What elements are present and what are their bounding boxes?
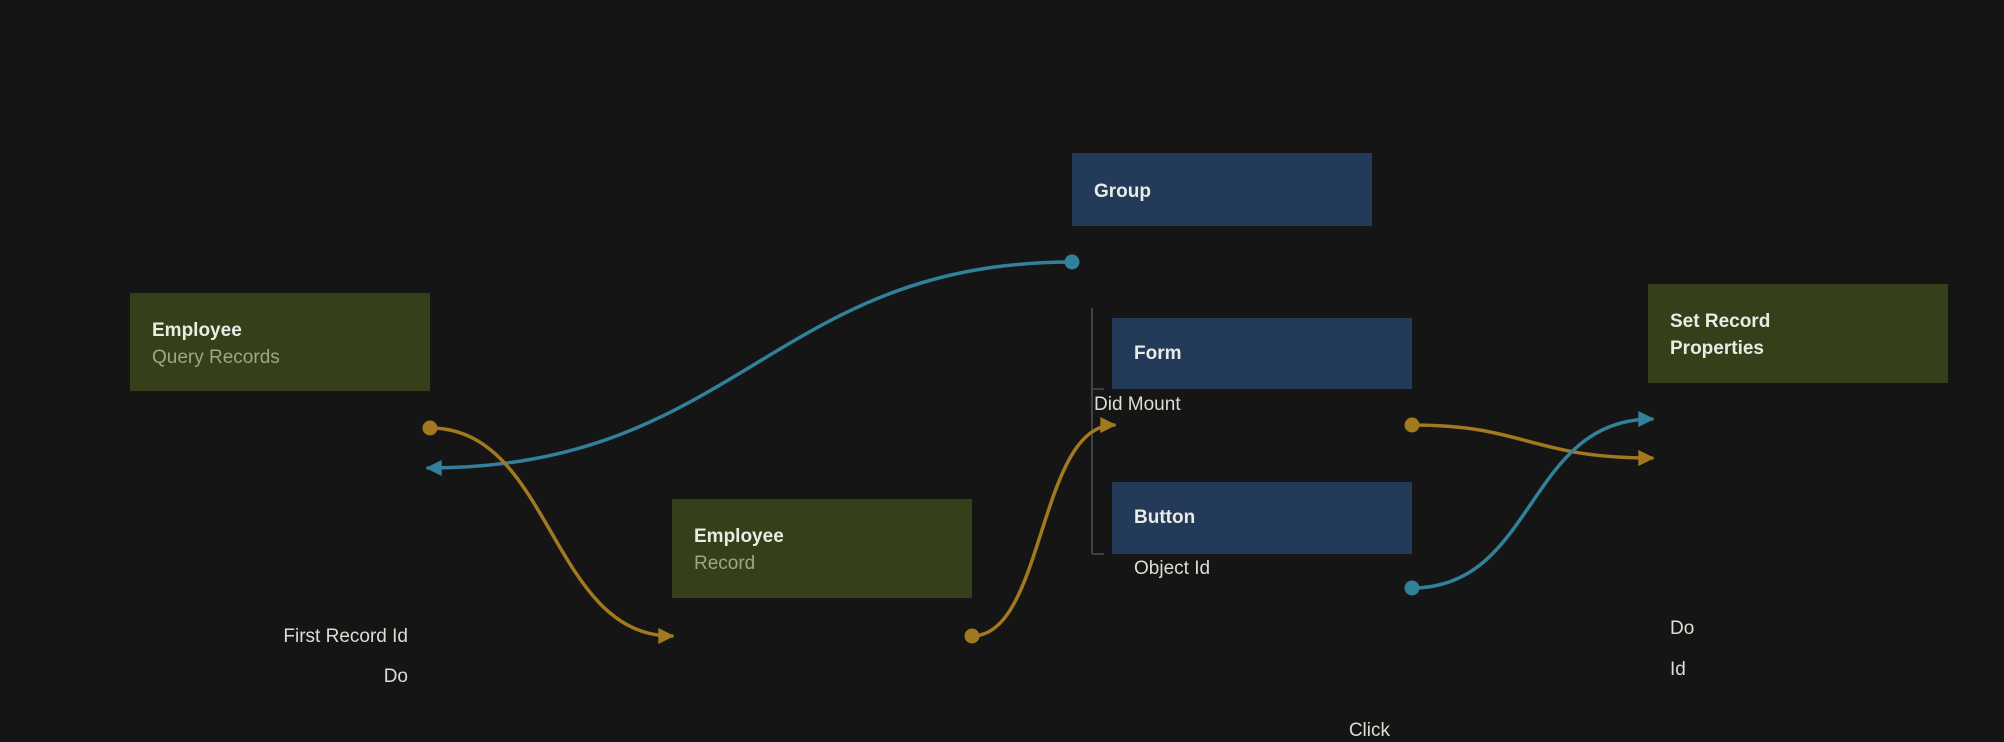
node-set-record-properties[interactable]: Set Record Properties Do Id bbox=[1648, 284, 1948, 680]
node-employee-record[interactable]: Employee Record Id Id bbox=[672, 499, 972, 672]
node-header: Group bbox=[1072, 153, 1372, 226]
node-header: Button bbox=[1112, 482, 1412, 554]
edge-didmount-to-do[interactable] bbox=[425, 260, 1074, 477]
port-label: First Record Id bbox=[283, 626, 408, 647]
edge-objectid-to-id[interactable] bbox=[1410, 423, 1655, 467]
port-do[interactable]: Do bbox=[130, 657, 430, 697]
output-port-dot-first-record-id[interactable] bbox=[422, 420, 438, 436]
node-title: Set Record Properties bbox=[1670, 311, 1771, 359]
node-subtitle: Record bbox=[694, 553, 756, 574]
port-do[interactable]: Do bbox=[1648, 609, 1948, 649]
node-header: Employee Record bbox=[672, 499, 972, 598]
port-click[interactable]: Click bbox=[1112, 711, 1412, 742]
node-title: Employee bbox=[694, 526, 784, 547]
node-title: Employee bbox=[152, 320, 242, 341]
port-label: Do bbox=[1670, 618, 1695, 639]
port-first-record-id[interactable]: First Record Id bbox=[130, 617, 430, 657]
port-object-id[interactable]: Object Id bbox=[1112, 549, 1412, 589]
port-label: Click bbox=[1348, 720, 1390, 741]
edge-firstrecordid-to-id[interactable] bbox=[428, 426, 675, 645]
output-port-dot-did-mount[interactable] bbox=[1064, 254, 1080, 270]
node-title: Group bbox=[1094, 181, 1151, 202]
node-header: Form bbox=[1112, 318, 1412, 389]
port-did-mount[interactable]: Did Mount bbox=[1072, 385, 1372, 425]
node-group[interactable]: Group Did Mount bbox=[1072, 153, 1372, 415]
node-button[interactable]: Button Click bbox=[1112, 482, 1412, 741]
node-form[interactable]: Form Object Id bbox=[1112, 318, 1412, 579]
port-label: Did Mount bbox=[1094, 394, 1181, 415]
node-title: Form bbox=[1134, 343, 1182, 364]
node-header: Set Record Properties bbox=[1648, 284, 1948, 383]
port-label: Do bbox=[383, 666, 408, 687]
node-subtitle: Query Records bbox=[152, 347, 280, 368]
node-title: Button bbox=[1134, 507, 1196, 528]
output-port-dot-record-id[interactable] bbox=[964, 628, 980, 644]
output-port-dot-object-id[interactable] bbox=[1404, 417, 1420, 433]
port-label: Id bbox=[1670, 659, 1686, 680]
node-employee-query-records[interactable]: Employee Query Records First Record Id D… bbox=[130, 293, 430, 687]
edge-click-to-do[interactable] bbox=[1410, 410, 1655, 590]
output-port-dot-click[interactable] bbox=[1404, 580, 1420, 596]
port-label: Object Id bbox=[1134, 558, 1211, 579]
edge-recordid-to-objectid[interactable] bbox=[970, 416, 1117, 638]
port-id[interactable]: Id bbox=[1648, 650, 1948, 690]
node-header: Employee Query Records bbox=[130, 293, 430, 391]
